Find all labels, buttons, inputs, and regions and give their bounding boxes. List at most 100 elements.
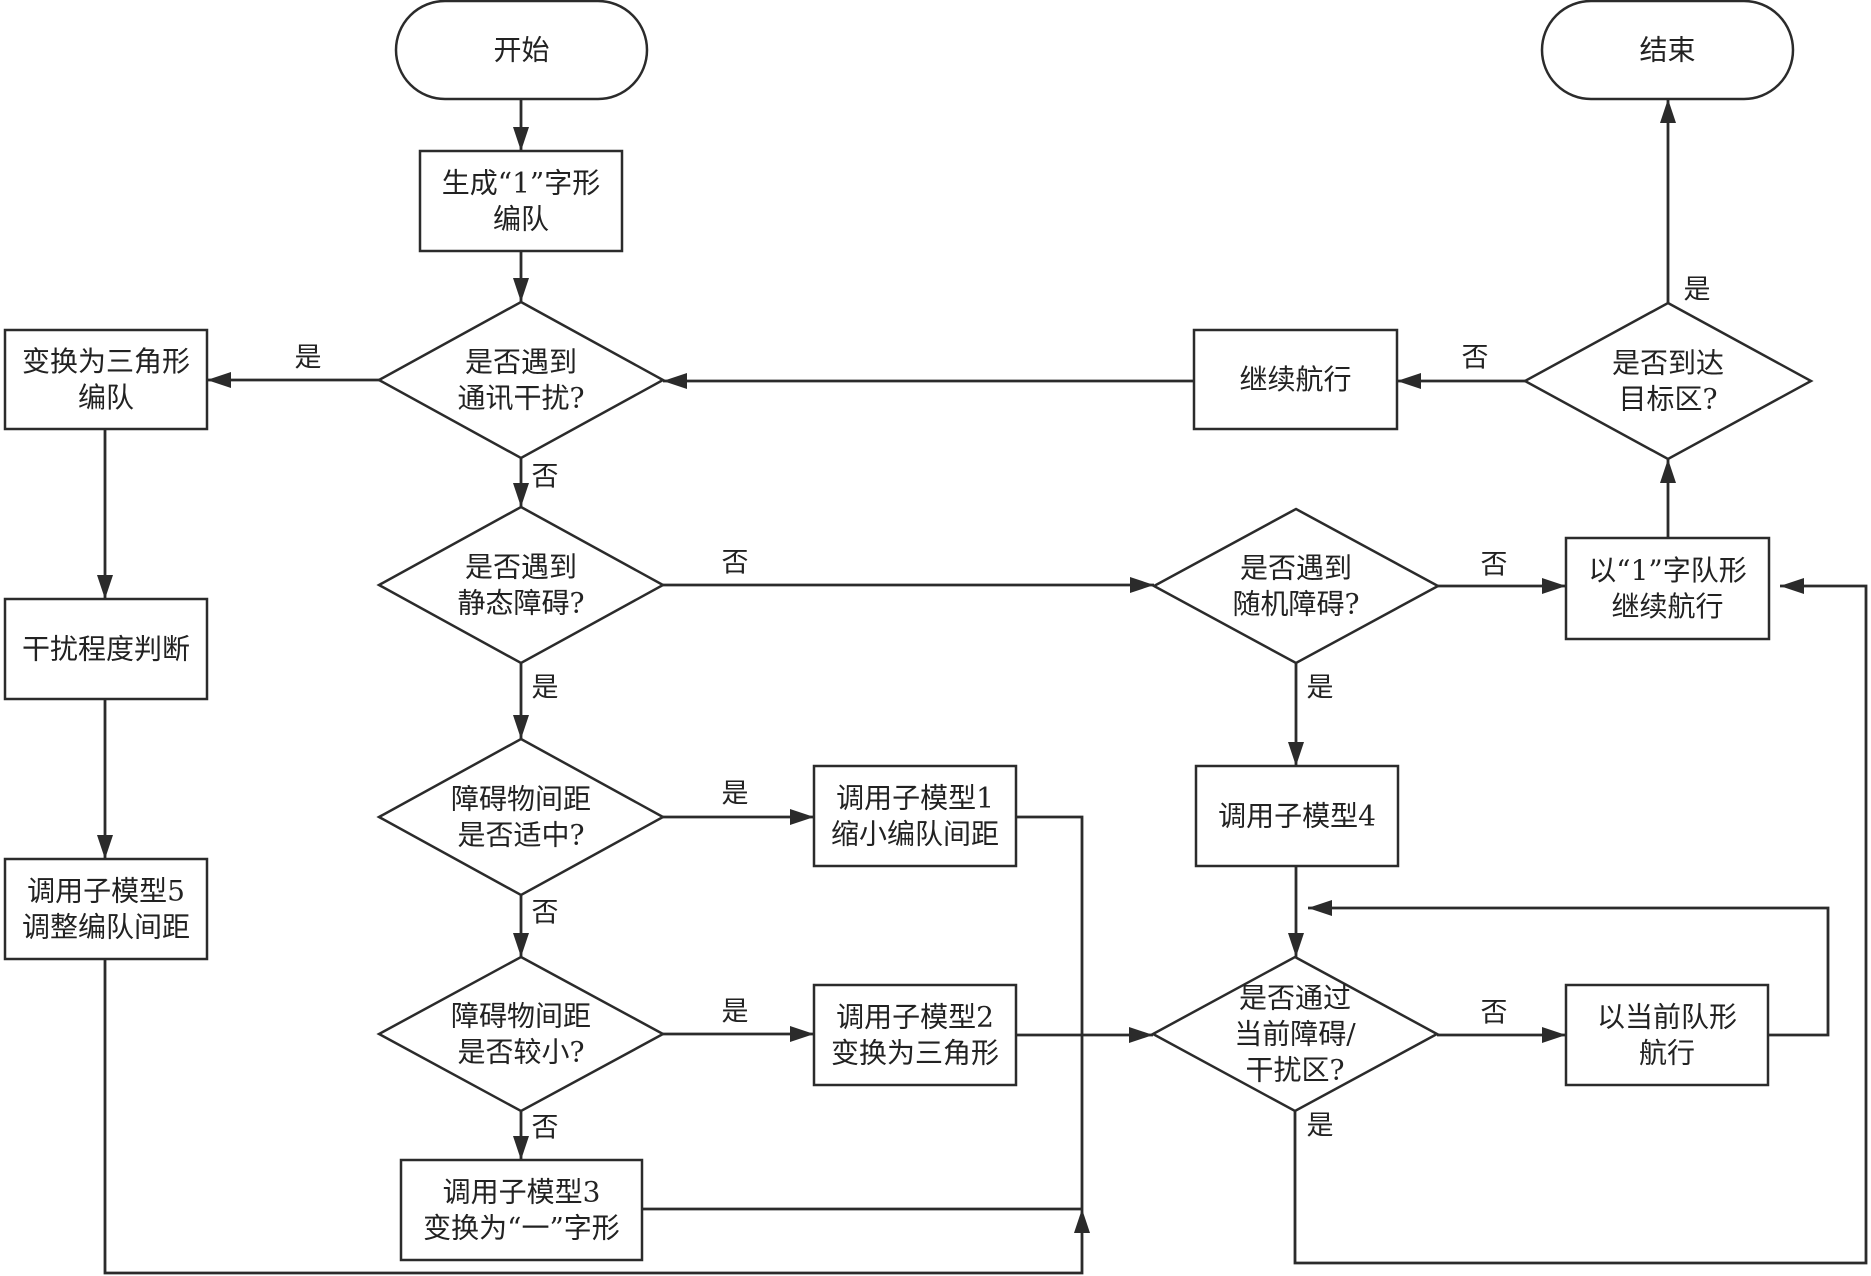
process-box — [3, 597, 209, 701]
node-label: 调整编队间距 — [22, 911, 190, 944]
process-box — [418, 149, 624, 253]
decision-diamond — [1151, 507, 1441, 665]
yes-label: 是 — [532, 673, 559, 704]
process-box — [812, 764, 1018, 868]
no-label: 否 — [1481, 550, 1508, 581]
node-label: 是否到达 — [1612, 347, 1724, 380]
node-label: 结束 — [1639, 34, 1695, 67]
node-label: 干扰区? — [1245, 1054, 1344, 1087]
node-label: 目标区? — [1618, 383, 1717, 416]
yes-label: 是 — [722, 779, 749, 810]
edge-cur-form-to-q-pass — [1308, 900, 1830, 1037]
no-label: 否 — [722, 548, 749, 579]
nodes-layer: 开始生成“1”字形编队是否遇到通讯干扰?变换为三角形编队干扰程度判断调用子模型5… — [3, 0, 1814, 1262]
node-judge: 干扰程度判断 — [3, 597, 209, 701]
terminal-capsule — [394, 0, 649, 101]
node-label: 以“1”字队形 — [1588, 554, 1746, 587]
node-label: 调用子模型2 — [836, 1001, 994, 1034]
node-label: 调用子模型4 — [1218, 800, 1376, 833]
edge-q-pass-to-one-form — [1293, 578, 1868, 1265]
node-label: 继续航行 — [1239, 363, 1351, 396]
node-sub4: 调用子模型4 — [1194, 764, 1400, 868]
process-box — [1192, 328, 1399, 431]
edge-sub5-to-q-pass — [103, 959, 1090, 1275]
node-label: 是否通过 — [1239, 982, 1351, 1015]
node-label: 调用子模型5 — [27, 875, 185, 908]
connector-line — [103, 959, 1090, 1275]
node-label: 随机障碍? — [1232, 588, 1359, 621]
process-box — [1564, 536, 1771, 641]
node-label: 航行 — [1639, 1037, 1695, 1070]
decision-diamond — [376, 955, 666, 1113]
node-label: 编队 — [493, 203, 549, 236]
node-label: 调用子模型1 — [836, 782, 994, 815]
decision-diamond — [376, 300, 666, 460]
decision-diamond — [1522, 301, 1814, 461]
node-label: 缩小编队间距 — [831, 818, 999, 851]
node-label: 通讯干扰? — [457, 382, 584, 415]
node-start: 开始 — [394, 0, 649, 101]
node-label: 变换为三角形 — [22, 345, 190, 378]
node-label: 编队 — [78, 381, 134, 414]
node-label: 生成“1”字形 — [442, 167, 600, 200]
decision-diamond — [376, 737, 666, 897]
node-label: 当前障碍/ — [1234, 1018, 1356, 1051]
process-box — [399, 1158, 644, 1262]
no-label: 否 — [532, 1113, 559, 1144]
terminal-capsule — [1540, 0, 1795, 101]
node-label: 是否较小? — [457, 1036, 584, 1069]
no-label: 否 — [532, 462, 559, 493]
yes-label: 是 — [295, 343, 322, 374]
node-label: 是否遇到 — [1240, 552, 1352, 585]
no-label: 否 — [1462, 343, 1489, 374]
yes-label: 是 — [1307, 673, 1334, 704]
decision-diamond — [376, 505, 666, 665]
connector-line — [1016, 815, 1084, 1209]
yes-label: 是 — [722, 997, 749, 1028]
process-box — [812, 983, 1018, 1087]
edges-layer — [97, 99, 1868, 1275]
node-label: 是否遇到 — [465, 346, 577, 379]
node-continue: 继续航行 — [1192, 328, 1399, 431]
connector-line — [1308, 900, 1830, 1037]
yes-label: 是 — [1307, 1111, 1334, 1142]
node-label: 障碍物间距 — [451, 783, 591, 816]
node-label: 变换为三角形 — [831, 1037, 999, 1070]
process-box — [3, 328, 209, 431]
node-label: 是否适中? — [457, 819, 584, 852]
process-box — [1564, 983, 1770, 1087]
node-label: 变换为“一”字形 — [423, 1212, 620, 1245]
no-label: 否 — [532, 898, 559, 929]
process-box — [3, 857, 209, 961]
node-label: 是否遇到 — [465, 551, 577, 584]
process-box — [1194, 764, 1400, 868]
yes-label: 是 — [1684, 275, 1711, 306]
node-label: 静态障碍? — [457, 587, 584, 620]
node-label: 继续航行 — [1611, 590, 1723, 623]
connector-line — [1293, 578, 1868, 1265]
decision-diamond — [1150, 955, 1440, 1113]
node-label: 干扰程度判断 — [22, 633, 190, 666]
node-end: 结束 — [1540, 0, 1795, 101]
node-label: 障碍物间距 — [451, 1000, 591, 1033]
node-label: 以当前队形 — [1597, 1001, 1737, 1034]
node-label: 开始 — [493, 34, 549, 67]
node-label: 调用子模型3 — [443, 1176, 601, 1209]
